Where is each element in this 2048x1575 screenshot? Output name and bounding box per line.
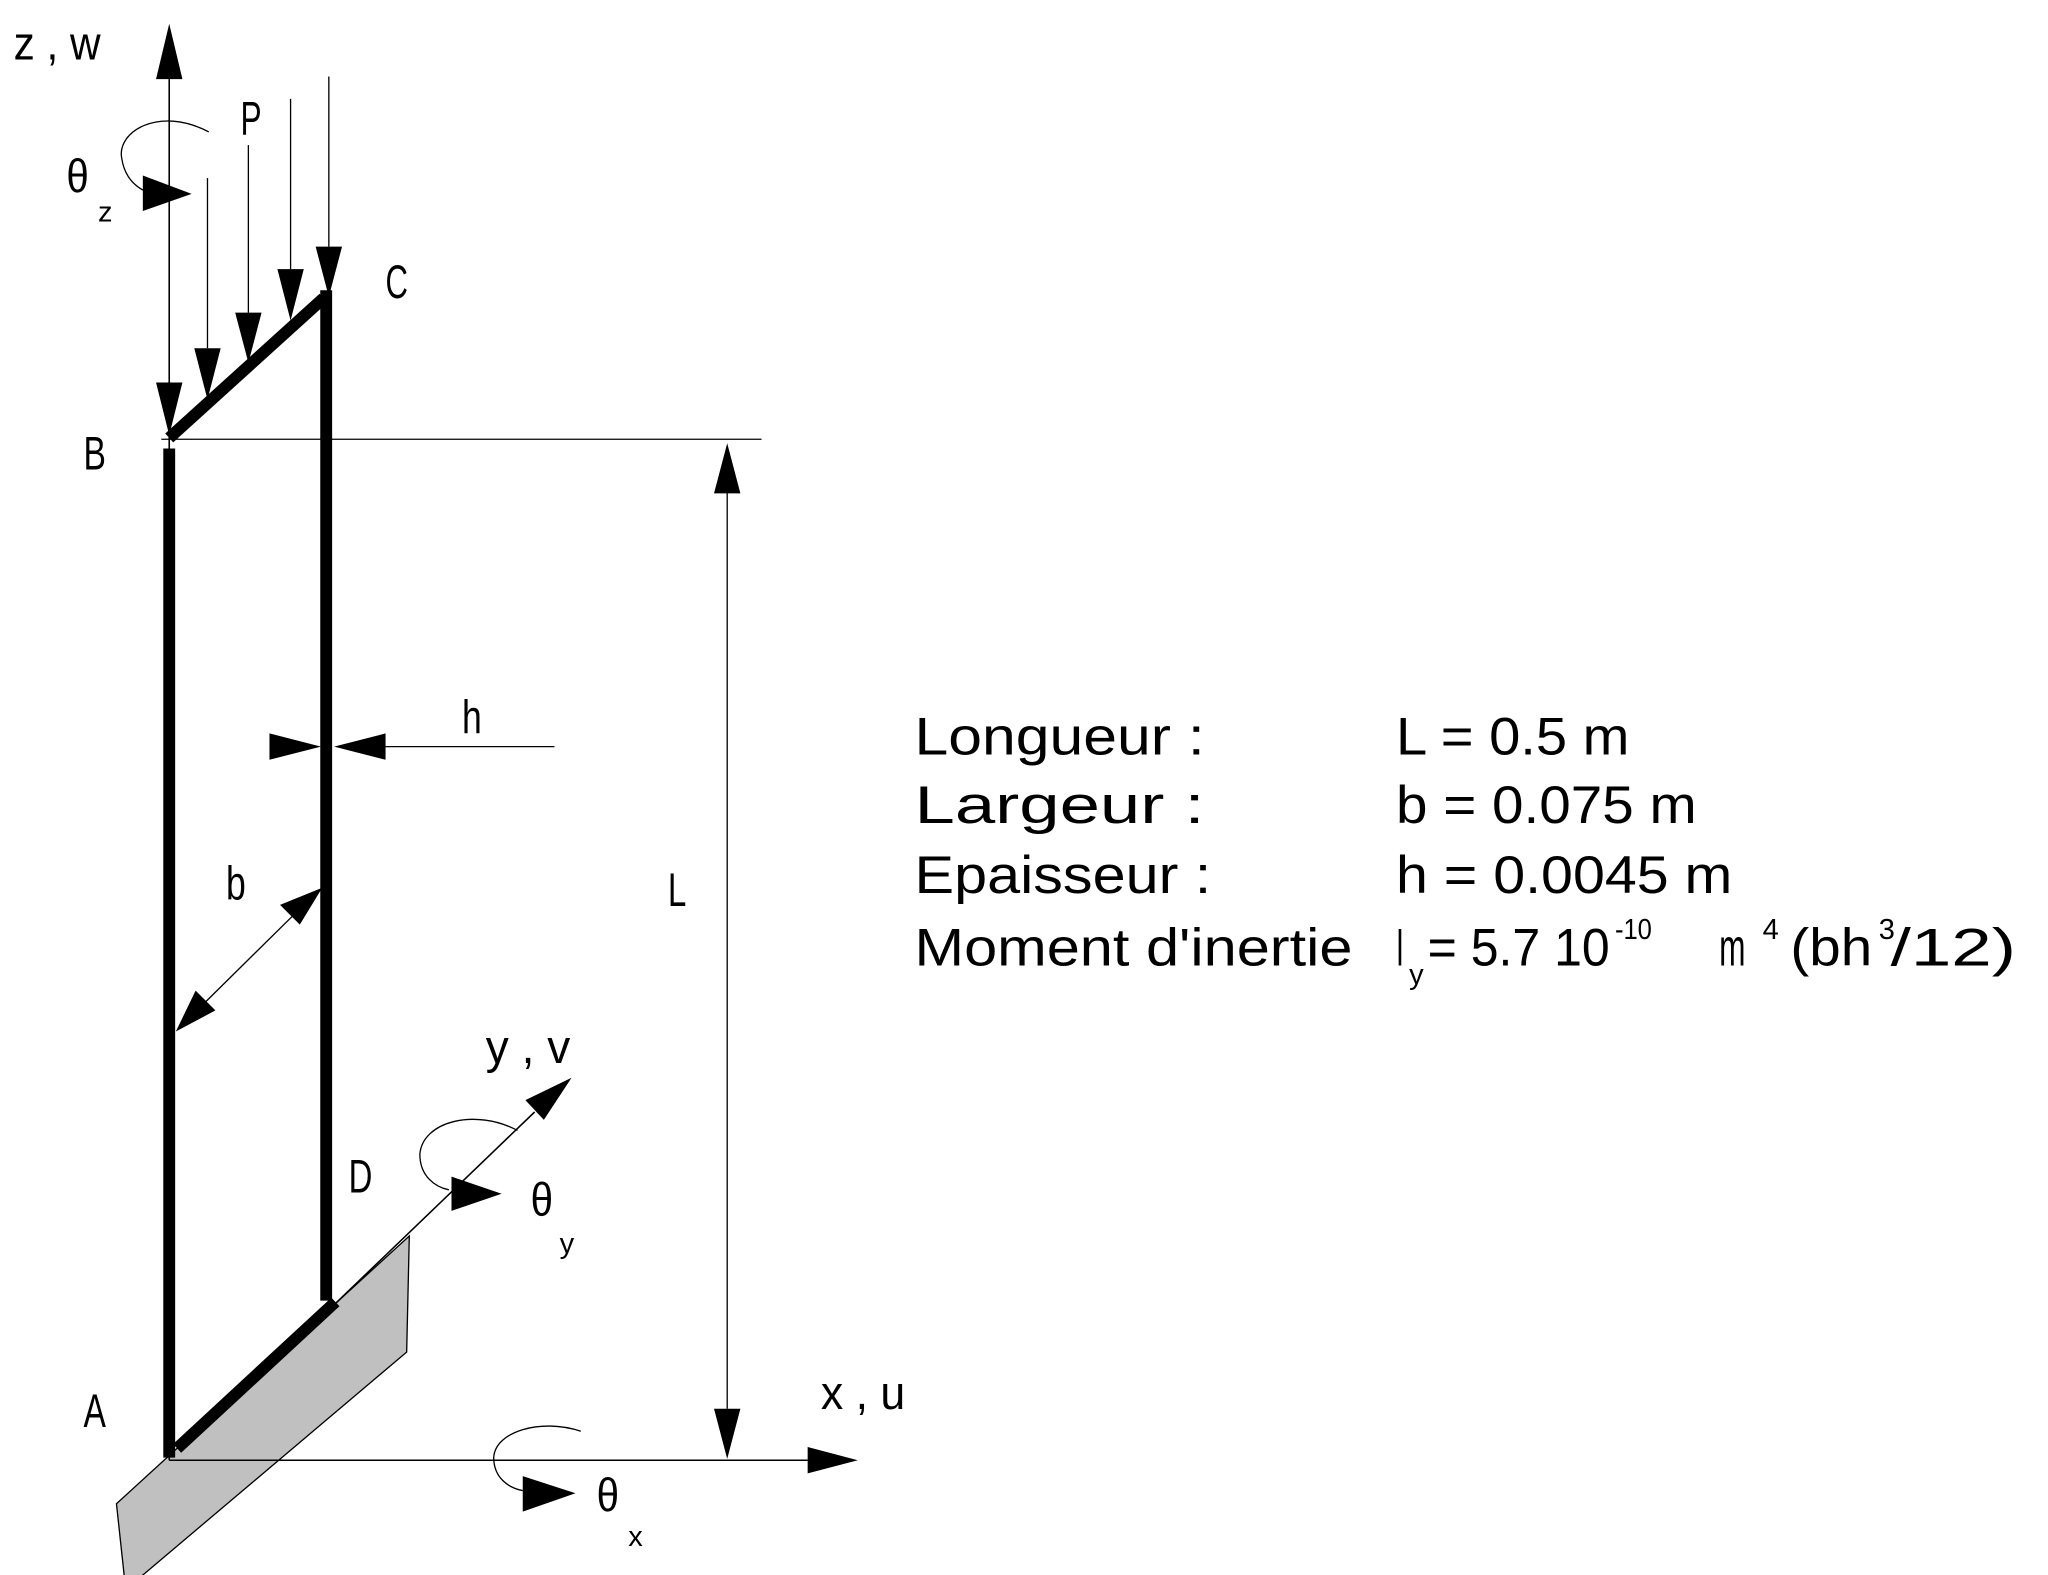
inertia-formula-exponent: 3 [1879, 914, 1895, 946]
point-A-label: A [83, 1385, 106, 1438]
dimension-b-arrow-top [280, 887, 323, 925]
y-axis-label: y , v [486, 1021, 571, 1074]
dimension-b-line [197, 909, 299, 1010]
theta-y-rotation-icon [419, 1118, 518, 1191]
property-label-thickness: Epaisseur : [915, 846, 1212, 905]
inertia-exponent: -10 [1615, 914, 1652, 946]
y-axis [329, 1111, 536, 1310]
inertia-formula-close: /12) [1891, 919, 2016, 978]
y-axis-arrowhead [525, 1077, 572, 1120]
theta-x-arrowhead [522, 1476, 576, 1512]
theta-y-label: θ [531, 1174, 553, 1227]
inertia-unit-exponent: 4 [1763, 914, 1779, 946]
theta-y-arrowhead [451, 1176, 502, 1211]
property-value-length: L = 0.5 m [1396, 708, 1629, 767]
property-value-thickness: h = 0.0045 m [1396, 846, 1732, 905]
point-D-label: D [349, 1150, 373, 1203]
x-axis-arrowhead [807, 1447, 858, 1474]
theta-x-subscript: x [628, 1521, 643, 1553]
property-value-width: b = 0.075 m [1396, 776, 1697, 835]
inertia-unit: m [1719, 919, 1745, 978]
point-C-label: C [386, 256, 408, 309]
z-axis-label: z , w [14, 17, 102, 70]
dimension-L-arrow-bottom [714, 1408, 741, 1459]
theta-y-subscript: y [560, 1228, 575, 1260]
theta-x-rotation-icon [493, 1425, 581, 1492]
theta-z-label: θ [66, 151, 88, 204]
edge-AD [173, 1297, 340, 1453]
inertia-symbol-subscript: y [1409, 959, 1424, 991]
dimension-h-arrow-right [334, 733, 386, 760]
property-label-length: Longueur : [915, 708, 1205, 767]
inertia-formula-open: (bh [1790, 919, 1872, 978]
load-arrowhead [277, 269, 304, 321]
edge-BC [165, 293, 328, 443]
properties-table: Longueur : L = 0.5 m Largeur : b = 0.075… [915, 708, 2016, 992]
inertia-value: = 5.7 10 [1428, 919, 1610, 978]
theta-z-subscript: z [98, 197, 113, 229]
point-B-label: B [83, 428, 105, 481]
dimension-b-label: b [226, 858, 246, 911]
dimension-L-arrow-top [714, 443, 741, 494]
x-axis-label: x , u [821, 1367, 905, 1420]
theta-x-label: θ [597, 1470, 619, 1523]
dimension-L-label: L [668, 864, 686, 917]
load-arrowhead [194, 348, 221, 400]
load-arrows [156, 76, 343, 436]
clamp-plate [115, 1234, 410, 1575]
load-arrowhead [156, 382, 183, 436]
inertia-symbol: I [1396, 919, 1404, 978]
property-label-width: Largeur : [915, 776, 1205, 835]
dimension-h-label: h [462, 691, 482, 744]
z-axis-arrowhead [156, 23, 183, 80]
dimension-b-arrow-bottom [175, 990, 216, 1032]
load-arrowhead [315, 246, 343, 297]
load-label-P: P [240, 93, 261, 146]
dimension-h-arrow-left [269, 733, 321, 760]
theta-z-rotation-icon [120, 120, 210, 194]
property-label-inertia: Moment d'inertie [915, 919, 1353, 978]
theta-z-arrowhead [142, 175, 192, 212]
load-arrowhead [235, 312, 262, 363]
